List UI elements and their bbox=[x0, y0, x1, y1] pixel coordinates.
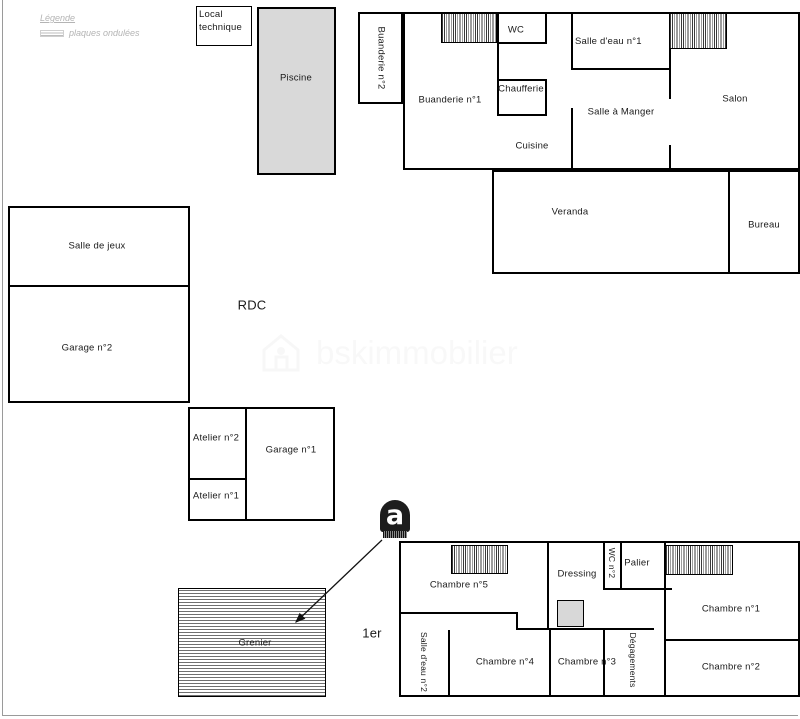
room-buanderie-2 bbox=[358, 12, 403, 104]
room-chambre-5-label: Chambre n°5 bbox=[429, 579, 489, 591]
room-garage-1-label: Garage n°1 bbox=[265, 444, 317, 456]
wall-chambre5-bottom-a bbox=[400, 612, 518, 614]
room-degagements-label: Dégagements bbox=[628, 632, 638, 688]
wall-dressing-bottom bbox=[549, 628, 654, 630]
hatch-zone-etage-left bbox=[451, 545, 508, 574]
hatch-zone-rdc-right bbox=[669, 13, 727, 49]
room-chambre-2-label: Chambre n°2 bbox=[701, 661, 761, 673]
pin-body bbox=[380, 500, 410, 532]
rdc-atelier-outline bbox=[188, 407, 335, 521]
hatch-zone-etage-right bbox=[665, 545, 733, 575]
wall-chambre3-right bbox=[603, 630, 605, 696]
room-grenier-label: Grenier bbox=[238, 637, 272, 649]
legend: Légende plaques ondulées bbox=[40, 12, 140, 40]
room-atelier-2-label: Atelier n°2 bbox=[192, 432, 240, 444]
room-salle-de-jeux-label: Salle de jeux bbox=[68, 240, 126, 252]
room-salle-eau-2-label: Salle d'eau n°2 bbox=[419, 631, 429, 693]
room-piscine-label: Piscine bbox=[279, 72, 313, 84]
rdc-main-outline bbox=[403, 12, 800, 170]
pin-foot bbox=[383, 531, 407, 538]
legend-title: Légende bbox=[40, 13, 76, 23]
wall-salle-manger-right-upper bbox=[669, 49, 671, 99]
wall-chaufferie-top bbox=[497, 79, 547, 81]
wall-chambre5-step-vert bbox=[516, 612, 518, 630]
room-wc-label: WC bbox=[507, 24, 525, 36]
room-bureau-label: Bureau bbox=[748, 219, 780, 231]
room-chambre-4-label: Chambre n°4 bbox=[475, 656, 535, 668]
rdc-veranda-outline bbox=[492, 170, 800, 274]
wall-chaufferie-bottom bbox=[497, 114, 547, 116]
wall-wc-bottom bbox=[497, 42, 547, 44]
etage-shaft-block bbox=[557, 600, 584, 627]
room-dressing-label: Dressing bbox=[557, 568, 597, 580]
wall-wc2-right bbox=[620, 541, 622, 589]
room-atelier-1-label: Atelier n°1 bbox=[192, 490, 240, 502]
legend-swatch-icon bbox=[40, 30, 64, 37]
house-icon bbox=[262, 334, 300, 372]
room-palier-label: Palier bbox=[624, 557, 650, 569]
wall-chambre5-bottom-b bbox=[516, 628, 549, 630]
wall-salle-eau-1-bottom bbox=[571, 68, 670, 70]
wall-chaufferie-east bbox=[545, 79, 547, 116]
room-piscine bbox=[257, 7, 336, 175]
wall-chambre1-bottom bbox=[665, 639, 799, 641]
wall-palier-bottom bbox=[603, 588, 672, 590]
etage-main-outline bbox=[399, 541, 800, 697]
room-chambre-3-label: Chambre n°3 bbox=[557, 656, 617, 668]
room-garage-2-label: Garage n°2 bbox=[61, 342, 113, 354]
wall-atelier-split bbox=[189, 478, 246, 480]
legend-item-plaques-ondulees: plaques ondulées bbox=[40, 27, 140, 40]
wall-degagements-right bbox=[664, 588, 666, 696]
wall-chambre4-right bbox=[549, 630, 551, 696]
floor-label-rdc: RDC bbox=[237, 297, 267, 313]
room-salon-label: Salon bbox=[722, 93, 748, 105]
room-cuisine-label: Cuisine bbox=[515, 140, 549, 152]
room-salle-a-manger-label: Salle à Manger bbox=[587, 106, 655, 118]
room-local-technique bbox=[196, 6, 252, 46]
room-wc-2-label: WC n°2 bbox=[607, 547, 617, 579]
room-chaufferie-label: Chaufferie bbox=[498, 83, 544, 95]
wall-garage-1-left bbox=[245, 408, 247, 520]
wall-chambre5-right bbox=[547, 541, 549, 630]
wall-wc2-left bbox=[603, 541, 605, 589]
pin-letter: a bbox=[385, 500, 405, 531]
wall-salle-manger-right-lower bbox=[669, 145, 671, 170]
watermark-text: bskimmobilier bbox=[316, 334, 518, 371]
watermark: bskimmobilier bbox=[258, 330, 518, 376]
floor-label-1er: 1er bbox=[362, 625, 382, 641]
wall-salle-jeux-bottom bbox=[9, 285, 189, 287]
room-veranda-label: Veranda bbox=[551, 206, 589, 218]
wall-salle-manger-left bbox=[571, 108, 573, 170]
room-local-technique-label: Local technique bbox=[199, 9, 243, 33]
wall-salle-eau-2-right bbox=[448, 630, 450, 696]
hatch-zone-rdc-left bbox=[441, 13, 497, 43]
legend-item-label: plaques ondulées bbox=[69, 28, 140, 38]
map-pin-marker[interactable]: a bbox=[378, 500, 412, 540]
wall-wc-east bbox=[545, 13, 547, 44]
wall-wc-right bbox=[497, 13, 499, 116]
wall-salle-eau-1-left bbox=[571, 13, 573, 70]
wall-buanderie-bottom bbox=[403, 168, 499, 170]
rdc-left-outline bbox=[8, 206, 190, 403]
room-chambre-1-label: Chambre n°1 bbox=[701, 603, 761, 615]
wall-bureau-left bbox=[728, 171, 730, 273]
room-buanderie-1-label: Buanderie n°1 bbox=[418, 94, 482, 106]
room-salle-eau-1-label: Salle d'eau n°1 bbox=[575, 36, 642, 47]
room-buanderie-2-label: Buanderie n°2 bbox=[375, 26, 387, 90]
